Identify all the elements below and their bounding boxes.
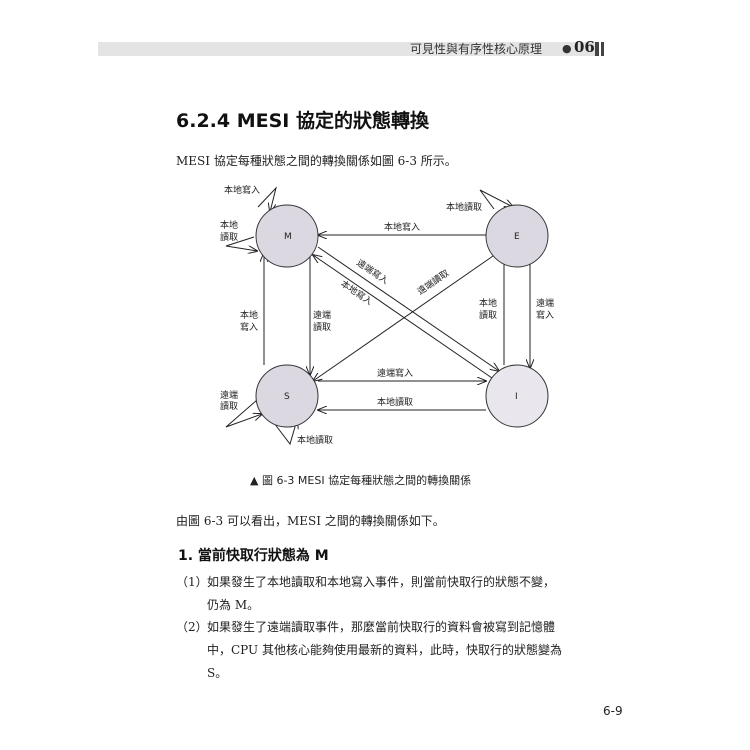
header-bullet: ● <box>562 42 572 55</box>
after-paragraph: 由圖 6-3 可以看出，MESI 之間的轉換關係如下。 <box>176 514 445 528</box>
state-e-label: E <box>514 232 520 242</box>
label-s-to-i: 遠端寫入 <box>377 367 413 379</box>
item-line: 仍為 M。 <box>207 598 260 612</box>
label-s-local: 本地讀取 <box>297 434 333 446</box>
edge-e-to-s <box>313 255 494 381</box>
loop-m-self <box>257 186 277 212</box>
state-m-label: M <box>284 232 292 242</box>
label-s-remote-2: 讀取 <box>220 400 238 412</box>
label-i-to-e-2: 讀取 <box>479 309 497 321</box>
chapter-number: 06 <box>574 38 595 56</box>
label-m-read-2: 讀取 <box>220 231 238 243</box>
state-i-label: I <box>515 392 518 402</box>
item-line: 如果發生了本地讀取和本地寫入事件，則當前快取行的狀態不變， <box>207 575 556 589</box>
state-m-circle <box>255 204 319 268</box>
label-m-read-1: 本地 <box>220 219 238 231</box>
item-line: 中，CPU 其他核心能夠使用最新的資料，此時，快取行的狀態變為 <box>207 643 562 657</box>
edge-m-to-i <box>317 246 499 371</box>
state-s-label: S <box>284 392 290 402</box>
loop-s-remote <box>225 399 262 428</box>
label-e-to-i-1: 遠端 <box>536 297 554 309</box>
label-m-self: 本地寫入 <box>224 184 260 196</box>
intro-paragraph: MESI 協定每種狀態之間的轉換關係如圖 6-3 所示。 <box>176 154 457 168</box>
label-i-to-s: 本地讀取 <box>377 396 413 408</box>
header-bar <box>98 42 598 56</box>
state-s-circle <box>255 364 319 428</box>
item-line: 如果發生了遠端讀取事件，那麼當前快取行的資料會被寫到記憶體 <box>207 620 556 634</box>
page-number: 6-9 <box>603 704 623 718</box>
label-s-to-m-1: 本地 <box>240 309 258 321</box>
section-title: 6.2.4 MESI 協定的狀態轉換 <box>176 110 429 132</box>
state-e-circle <box>485 204 549 268</box>
subsection-title: 1. 當前快取行狀態為 M <box>178 548 329 564</box>
label-e-to-s: 遠端讀取 <box>415 267 451 297</box>
loop-e-self <box>479 189 513 210</box>
label-m-to-s-2: 讀取 <box>313 321 331 333</box>
label-s-to-m-2: 寫入 <box>240 321 258 333</box>
edge-i-to-m <box>313 255 493 379</box>
running-header-title: 可見性與有序性核心原理 <box>410 42 543 56</box>
label-m-to-s-1: 遠端 <box>313 309 331 321</box>
item-number: （1） <box>176 575 208 589</box>
header-marks <box>595 42 605 56</box>
label-m-to-i: 遠端寫入 <box>354 257 391 287</box>
item-number: （2） <box>176 620 208 634</box>
label-i-to-e-1: 本地 <box>479 297 497 309</box>
label-e-to-i-2: 寫入 <box>536 309 554 321</box>
state-i-circle <box>485 364 549 428</box>
loop-m-read <box>225 236 257 251</box>
loop-s-local <box>273 420 297 446</box>
label-s-remote-1: 遠端 <box>220 389 238 401</box>
label-e-self: 本地讀取 <box>446 201 482 213</box>
figure-caption: ▲ 圖 6-3 MESI 協定每種狀態之間的轉換關係 <box>250 474 472 487</box>
label-e-to-m: 本地寫入 <box>384 221 420 233</box>
item-line: S。 <box>207 666 228 680</box>
